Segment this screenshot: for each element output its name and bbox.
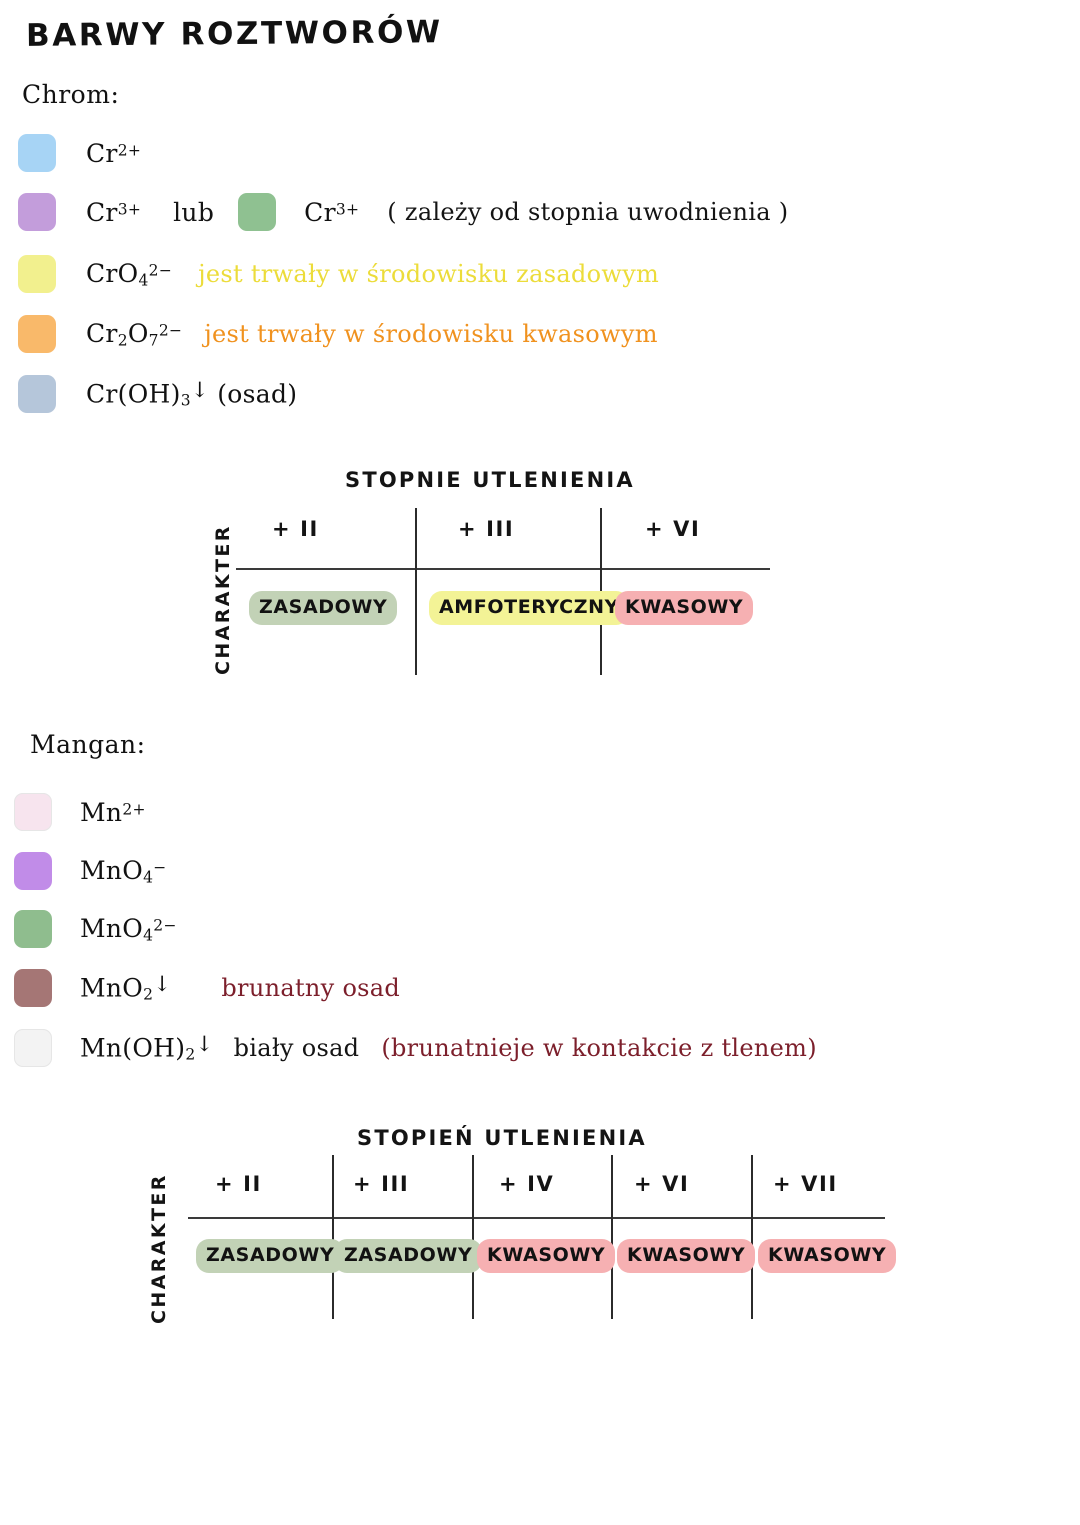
table-cell-value: ZASADOWY <box>249 591 398 625</box>
color-swatch-manganese-hydroxide <box>14 1029 52 1067</box>
list-item: Cr2+ <box>18 131 141 175</box>
table-hline-chrom <box>236 568 770 570</box>
formula-cr3-violet: Cr3+ <box>86 197 142 227</box>
list-item: Mn(OH)2↓ biały osad (brunatnieje w konta… <box>14 1026 817 1070</box>
table-vline-3-mangan <box>611 1155 613 1319</box>
formula-dichromate: Cr2O72− <box>86 318 183 350</box>
table-col-head: + III <box>353 1172 410 1196</box>
table-axis-label-mangan: CHARAKTER <box>148 1173 170 1324</box>
color-swatch-manganese-dioxide <box>14 969 52 1007</box>
color-swatch-dichromate <box>18 315 56 353</box>
list-item: Cr(OH)3↓ (osad) <box>18 372 297 416</box>
section-heading-mangan: Mangan: <box>30 730 146 759</box>
table-vline-4-mangan <box>751 1155 753 1319</box>
table-vline-1-chrom <box>415 508 417 675</box>
table-vline-1-mangan <box>332 1155 334 1319</box>
formula-chromate: CrO42− <box>86 258 173 290</box>
table-axis-label-chrom: CHARAKTER <box>212 524 234 675</box>
table-hline-mangan <box>188 1217 885 1219</box>
list-item: MnO42− <box>14 907 177 951</box>
table-col-head: + VI <box>634 1172 690 1196</box>
note-chromate: jest trwały w środowisku zasadowym <box>198 260 660 288</box>
table-cell-value: ZASADOWY <box>334 1239 483 1273</box>
color-swatch-manganate <box>14 910 52 948</box>
table-cell-value: KWASOWY <box>477 1239 616 1273</box>
note-manganese-hydroxide: biały osad <box>233 1034 360 1062</box>
formula-manganese-dioxide: MnO2↓ <box>80 972 172 1004</box>
color-swatch-mn2 <box>14 793 52 831</box>
note-manganese-hydroxide-extra: (brunatnieje w kontakcie z tlenem) <box>381 1034 817 1062</box>
note-hydration: ( zależy od stopnia uwodnienia ) <box>387 198 789 226</box>
list-item: MnO2↓ brunatny osad <box>14 966 400 1010</box>
table-col-head: + II <box>215 1172 262 1196</box>
table-cell-value: KWASOWY <box>758 1239 897 1273</box>
color-swatch-chromate <box>18 255 56 293</box>
formula-manganate: MnO42− <box>80 913 177 945</box>
table-cell-value: KWASOWY <box>617 1239 756 1273</box>
formula-mn2: Mn2+ <box>80 797 146 827</box>
formula-manganese-hydroxide: Mn(OH)2↓ <box>80 1032 214 1064</box>
table-cell-value: AMFOTERYCZNY <box>429 591 629 625</box>
color-swatch-chromium-hydroxide <box>18 375 56 413</box>
color-swatch-cr3-green <box>238 193 277 231</box>
table-col-head: + IV <box>499 1172 555 1196</box>
note-dichromate: jest trwały w środowisku kwasowym <box>204 320 658 348</box>
formula-cr3-green: Cr3+ <box>304 197 360 227</box>
conjunction-lub: lub <box>173 197 215 227</box>
note-manganese-dioxide: brunatny osad <box>221 974 401 1002</box>
list-item: CrO42− jest trwały w środowisku zasadowy… <box>18 252 659 296</box>
table-col-head: + III <box>458 517 515 541</box>
table-vline-2-mangan <box>472 1155 474 1319</box>
list-item: Cr2O72− jest trwały w środowisku kwasowy… <box>18 312 658 356</box>
table-cell-value: ZASADOWY <box>196 1239 345 1273</box>
table-col-head: + II <box>272 517 319 541</box>
table-col-head: + VII <box>773 1172 838 1196</box>
list-item: Mn2+ <box>14 790 146 834</box>
formula-cr2: Cr2+ <box>86 138 142 168</box>
color-swatch-cr3-violet <box>18 193 56 231</box>
list-item: Cr3+ lub Cr3+ ( zależy od stopnia uwodni… <box>18 190 788 234</box>
section-heading-chrom: Chrom: <box>22 80 120 109</box>
table-title-mangan: STOPIEŃ UTLENIENIA <box>357 1126 647 1150</box>
table-col-head: + VI <box>645 517 701 541</box>
page-title: BARWY ROZTWORÓW <box>25 14 443 54</box>
list-item: MnO4− <box>14 849 167 893</box>
table-cell-value: KWASOWY <box>615 591 754 625</box>
formula-permanganate: MnO4− <box>80 855 167 887</box>
formula-chromium-hydroxide: Cr(OH)3↓ (osad) <box>86 378 298 410</box>
color-swatch-permanganate <box>14 852 52 890</box>
color-swatch-cr2 <box>18 134 56 172</box>
table-title-chrom: STOPNIE UTLENIENIA <box>345 468 635 492</box>
